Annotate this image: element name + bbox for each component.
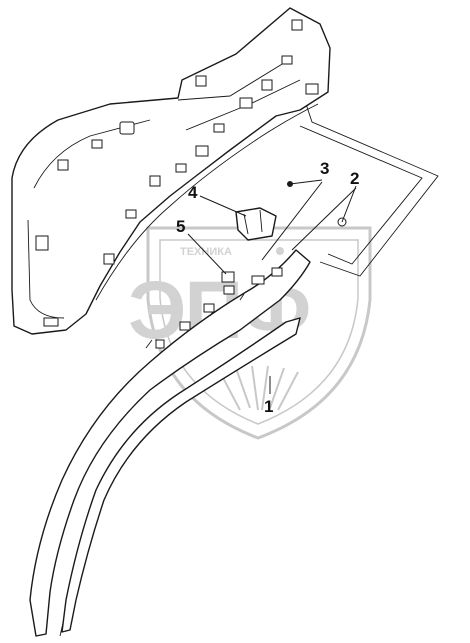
watermark-dot — [276, 247, 284, 255]
bracket-part-4 — [235, 207, 277, 241]
clip-part-5 — [221, 271, 235, 283]
watermark-top-text: ТЕХНИКА — [180, 246, 232, 258]
callout-5: 5 — [176, 217, 185, 236]
leader-lines — [187, 179, 357, 394]
panel-clips — [35, 19, 319, 327]
upper-fender-panel — [11, 7, 331, 335]
callout-4: 4 — [188, 183, 198, 202]
watermark-wheat — [219, 365, 299, 411]
reference-frame-outline — [299, 103, 439, 277]
callout-1: 1 — [264, 397, 273, 416]
sealing-strip — [29, 249, 311, 637]
callout-3: 3 — [320, 159, 329, 178]
strip-clips — [155, 267, 283, 349]
callout-2: 2 — [350, 169, 359, 188]
